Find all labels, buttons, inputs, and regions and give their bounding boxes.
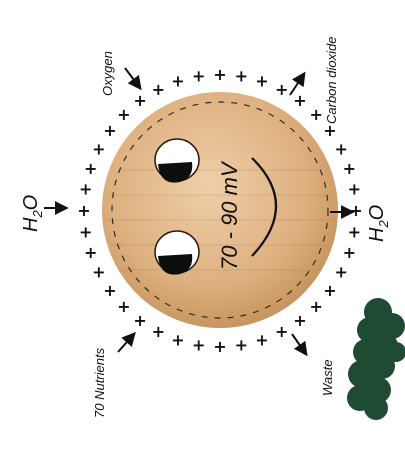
plus-charge-mark: + (117, 297, 130, 316)
plus-charge-mark: + (309, 105, 322, 124)
plus-charge-mark: + (323, 281, 336, 300)
plus-charge-mark: + (255, 72, 268, 91)
plus-charge-mark: + (133, 311, 146, 330)
plus-charge-mark: + (213, 65, 226, 84)
waste-label: Waste (320, 359, 335, 396)
plus-charge-mark: + (293, 91, 306, 110)
water-right-label: H2O (366, 205, 391, 242)
bacteria-cluster-icon (347, 298, 405, 420)
plus-charge-mark: + (103, 121, 116, 140)
plus-charge-mark: + (293, 311, 306, 330)
plus-charge-mark: + (117, 105, 130, 124)
waste-arrow-icon (292, 334, 306, 354)
nutrients-arrow-icon (118, 334, 134, 352)
plus-charge-mark: + (92, 139, 105, 158)
plus-charge-mark: + (348, 222, 361, 241)
membrane-voltage-label: 70 - 90 mV (217, 160, 242, 270)
plus-charge-mark: + (275, 80, 288, 99)
plus-charge-mark: + (103, 281, 116, 300)
plus-charge-mark: + (275, 322, 288, 341)
plus-charge-mark: + (79, 222, 92, 241)
plus-charge-mark: + (334, 263, 347, 282)
plus-charge-mark: + (92, 263, 105, 282)
plus-charge-mark: + (84, 159, 97, 178)
plus-charge-mark: + (334, 139, 347, 158)
plus-charge-mark: + (77, 201, 90, 220)
water-left-label: H2O (20, 195, 45, 232)
nutrients-label: 70 Nutrients (92, 347, 107, 418)
plus-charge-mark: + (348, 180, 361, 199)
plus-charge-mark: + (152, 322, 165, 341)
plus-charge-mark: + (192, 67, 205, 86)
plus-charge-mark: + (152, 80, 165, 99)
plus-charge-mark: + (79, 180, 92, 199)
plus-charge-mark: + (343, 243, 356, 262)
plus-charge-mark: + (192, 335, 205, 354)
plus-charge-mark: + (343, 159, 356, 178)
plus-charge-mark: + (213, 337, 226, 356)
plus-charge-mark: + (171, 330, 184, 349)
plus-charge-mark: + (349, 201, 362, 220)
plus-charge-mark: + (171, 72, 184, 91)
oxygen-label: Oxygen (100, 51, 115, 96)
plus-charge-mark: + (84, 243, 97, 262)
oxygen-arrow-icon (125, 68, 140, 88)
plus-charge-mark: + (235, 67, 248, 86)
carbon-dioxide-label: Carbon dioxide (324, 37, 339, 124)
plus-charge-mark: + (235, 335, 248, 354)
plus-charge-mark: + (255, 330, 268, 349)
plus-charge-mark: + (309, 297, 322, 316)
plus-charge-mark: + (133, 91, 146, 110)
